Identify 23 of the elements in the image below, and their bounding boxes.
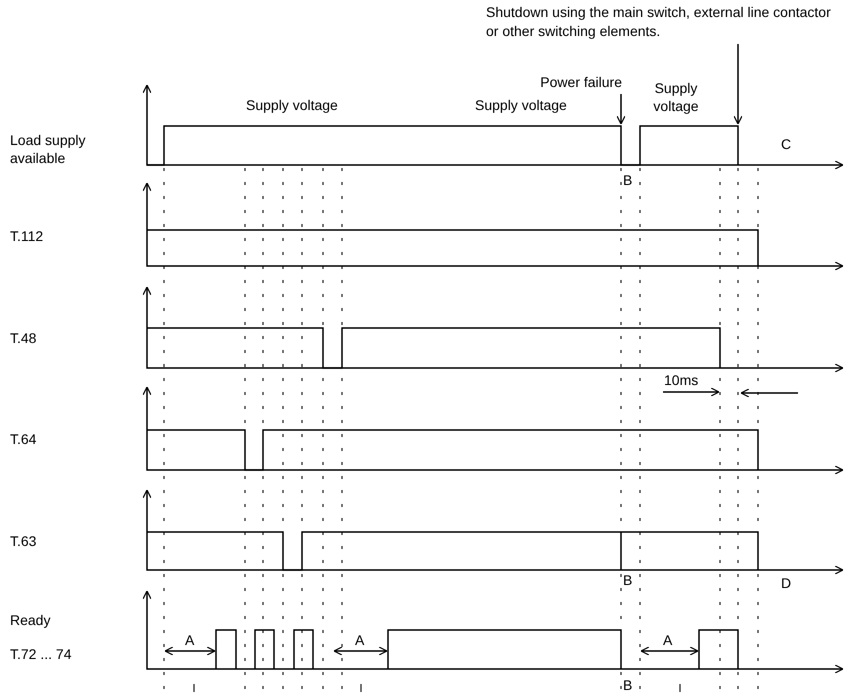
signal-name: T.48 bbox=[10, 330, 36, 347]
leader-arrow bbox=[733, 44, 743, 125]
marker-letter: B bbox=[623, 677, 632, 694]
marker-letter: D bbox=[781, 575, 792, 592]
dimension-label: A bbox=[355, 632, 364, 649]
signal-name: Ready bbox=[10, 612, 50, 629]
dimension-label: A bbox=[185, 632, 194, 649]
dimension-label: A bbox=[663, 632, 672, 649]
waveform-label: Supply voltage bbox=[652, 79, 700, 115]
signal-name: T.72 ... 74 bbox=[10, 646, 72, 663]
callout-text: Power failure bbox=[518, 74, 622, 91]
marker-letter: B bbox=[623, 572, 632, 589]
leader-arrow bbox=[616, 94, 626, 125]
signal-name: T.112 bbox=[10, 228, 44, 245]
signal-name: T.64 bbox=[10, 431, 36, 448]
dimension-label: 10ms bbox=[664, 372, 698, 389]
marker-letter: C bbox=[781, 136, 792, 153]
signal-name: T.63 bbox=[10, 533, 36, 550]
waveform-label: Supply voltage bbox=[475, 97, 567, 114]
signal-name: Load supply available bbox=[10, 131, 87, 167]
waveform-label: Supply voltage bbox=[246, 97, 338, 114]
marker-letter: B bbox=[623, 172, 632, 189]
callout-text: Shutdown using the main switch, external line contactor or other switching elements. bbox=[486, 3, 844, 41]
